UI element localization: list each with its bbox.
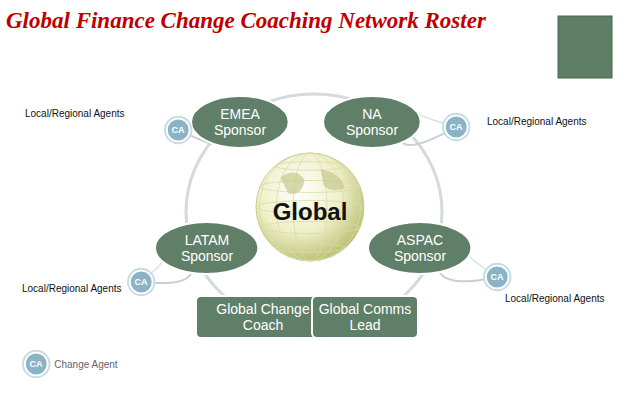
title: Global Finance Change Coaching Network R… bbox=[6, 8, 486, 34]
sponsor-ellipse: NA Sponsor bbox=[322, 95, 422, 149]
sponsor-ellipse: ASPAC Sponsor bbox=[367, 221, 472, 275]
agent-loop-inner bbox=[419, 114, 445, 124]
change-agent-circle: CA bbox=[166, 119, 190, 141]
change-agent-circle: CA bbox=[485, 266, 509, 288]
node-text: LATAM Sponsor bbox=[172, 232, 242, 264]
change-agent-circle: CA bbox=[444, 116, 468, 138]
region-label: Local/Regional Agents bbox=[505, 293, 605, 304]
node-text: CA bbox=[29, 359, 42, 369]
node-text: CA bbox=[134, 277, 147, 287]
change-agent-circle: CA bbox=[129, 271, 153, 293]
node-text: CA bbox=[171, 125, 184, 135]
corner-square bbox=[558, 16, 612, 78]
agent-loop bbox=[440, 273, 485, 281]
node-text: Global bbox=[273, 198, 348, 226]
network-ring bbox=[186, 94, 442, 330]
agent-loop-inner bbox=[469, 254, 488, 270]
sponsor-ellipse: EMEA Sponsor bbox=[190, 95, 290, 149]
node-text: Global Comms Lead bbox=[318, 301, 412, 333]
node-text: Global Change Coach bbox=[202, 301, 324, 333]
node-text: ASPAC Sponsor bbox=[385, 232, 455, 264]
globe-circle: Global bbox=[255, 152, 365, 262]
node-text: NA Sponsor bbox=[339, 106, 405, 138]
agent-loop bbox=[153, 274, 191, 283]
role-box: Global Comms Lead bbox=[311, 295, 419, 339]
node-text: CA bbox=[449, 122, 462, 132]
region-label: Local/Regional Agents bbox=[487, 116, 587, 127]
node-text: CA bbox=[490, 272, 503, 282]
legend-sample-circle: CA bbox=[24, 353, 48, 375]
region-label: Local/Regional Agents bbox=[25, 108, 125, 119]
agent-loop-inner bbox=[150, 259, 163, 274]
region-label: Local/Regional Agents bbox=[22, 283, 122, 294]
role-box: Global Change Coach bbox=[195, 295, 331, 339]
sponsor-ellipse: LATAM Sponsor bbox=[154, 221, 259, 275]
legend-text: Change Agent bbox=[54, 359, 117, 370]
node-text: EMEA Sponsor bbox=[207, 106, 273, 138]
